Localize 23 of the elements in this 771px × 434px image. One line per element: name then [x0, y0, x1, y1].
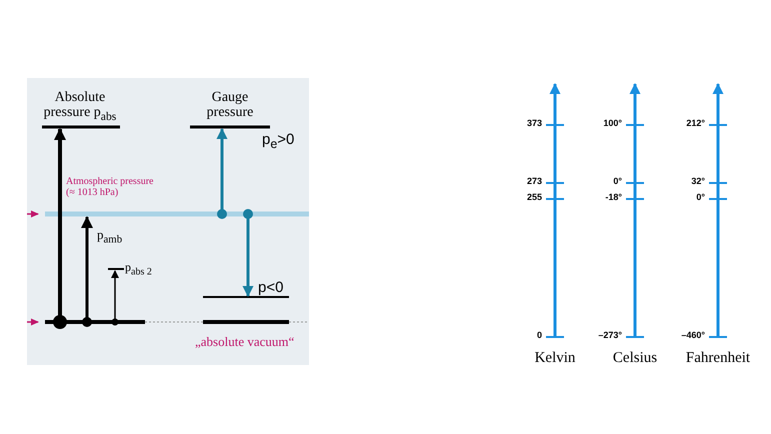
axis-title: Gauge pressure [206, 90, 254, 121]
annotation: p<0 [258, 280, 284, 296]
annotation: p$_{e}$>0 [262, 132, 294, 152]
tick-label: 0° [696, 193, 705, 203]
tick-label: 0° [613, 177, 622, 187]
tick-label: 100° [603, 119, 622, 129]
tick-label: -18° [605, 193, 622, 203]
tick-label: 273 [526, 177, 542, 187]
tick-label: 212° [686, 119, 705, 129]
tick-label: 373 [526, 119, 542, 129]
tick-label: –460° [681, 331, 705, 341]
annotation: Atmospheric pressure (≈ 1013 hPa) [66, 176, 154, 198]
scale-name: Fahrenheit [684, 350, 752, 366]
tick-label: 32° [691, 177, 705, 187]
tick-label: 255 [526, 193, 542, 203]
annotation: p$_{amb}$ [97, 228, 122, 246]
scale-name: Kelvin [534, 350, 576, 366]
annotation: „absolute vacuum“ [195, 335, 294, 350]
tick-label: –273° [598, 331, 622, 341]
annotation: p$_{abs 2}$ [125, 261, 152, 278]
scale-name: Celsius [612, 350, 658, 366]
axis-title: Absolute pressure p$_{abs}$ [42, 90, 118, 124]
tick-label: 0 [536, 331, 542, 341]
